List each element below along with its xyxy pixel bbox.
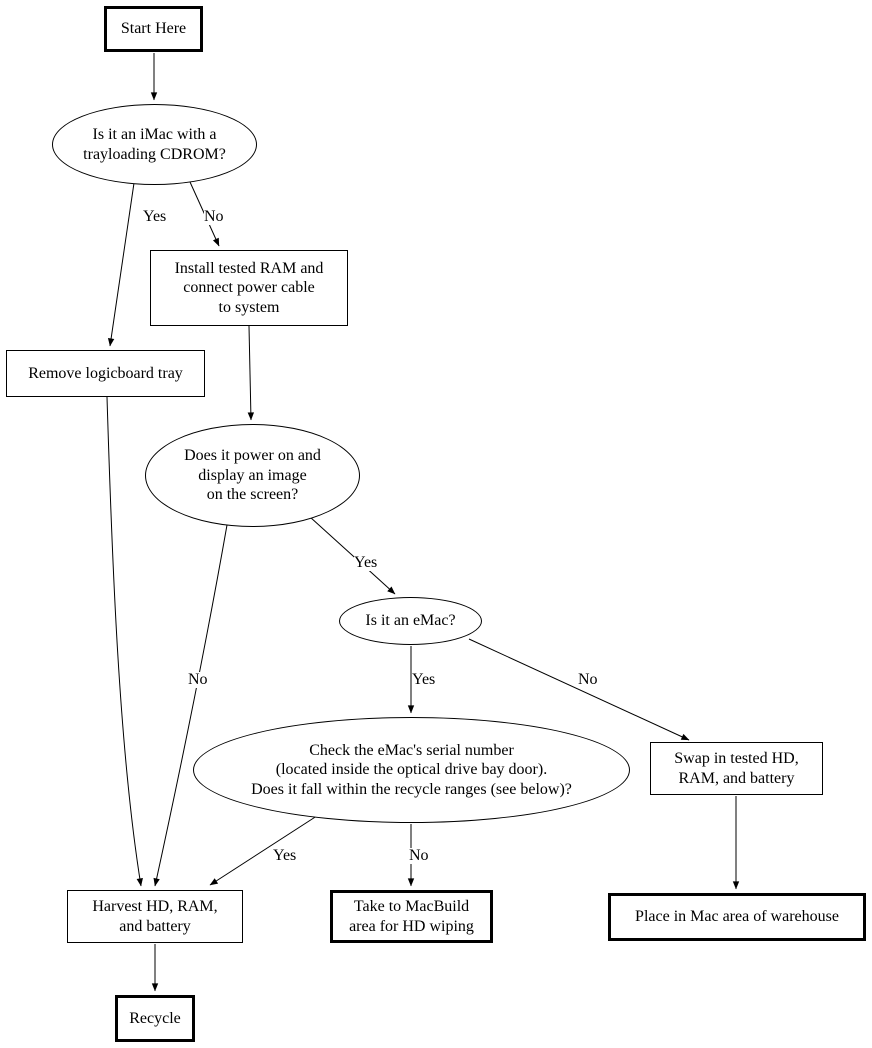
node-start: Start Here [104, 6, 203, 52]
edge-label-emac-yes: Yes [412, 671, 436, 688]
node-harvest-parts: Harvest HD, RAM, and battery [67, 890, 243, 943]
node-recycle: Recycle [115, 995, 195, 1042]
edge-label-power-no: No [188, 671, 208, 688]
edge-install-ram-to-q-power [247, 325, 255, 421]
edge-label-power-yes: Yes [354, 554, 378, 571]
edge-label-emac-no: No [578, 671, 598, 688]
node-question-is-emac: Is it an eMac? [339, 597, 482, 645]
node-question-imac-trayloading: Is it an iMac with a trayloading CDROM? [52, 104, 257, 185]
edge-q-imac-yes-to-remove-tray [107, 182, 135, 347]
edge-q-power-yes-to-q-emac [309, 516, 396, 595]
node-swap-tested-parts: Swap in tested HD, RAM, and battery [650, 742, 823, 795]
node-question-power-on: Does it power on and display an image on… [145, 424, 360, 527]
node-install-ram: Install tested RAM and connect power cab… [150, 250, 348, 326]
edge-label-imac-yes: Yes [143, 208, 167, 225]
edge-q-emac-no-to-swap [468, 638, 690, 741]
node-question-serial-number: Check the eMac's serial number (located … [193, 717, 630, 823]
edge-label-imac-no: No [204, 208, 224, 225]
edge-label-serial-yes: Yes [273, 847, 297, 864]
edge-q-serial-yes-to-harvest [209, 811, 324, 886]
node-remove-logicboard-tray: Remove logicboard tray [6, 350, 205, 397]
node-warehouse: Place in Mac area of warehouse [608, 893, 866, 941]
edge-q-power-no-to-harvest [153, 524, 228, 887]
edge-label-serial-no: No [409, 847, 429, 864]
edge-remove-tray-to-harvest [106, 396, 143, 887]
node-macbuild-hd-wiping: Take to MacBuild area for HD wiping [330, 890, 493, 943]
